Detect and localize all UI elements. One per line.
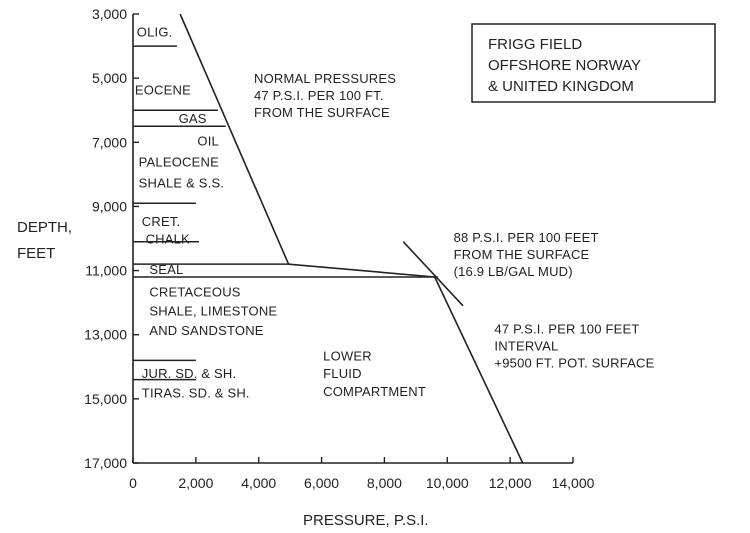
annotation-line: 47 P.S.I. PER 100 FEET: [494, 321, 639, 336]
pressure-gradient-lines: [179, 13, 524, 464]
annotation-line: (16.9 LB/GAL MUD): [454, 264, 573, 279]
formation-label: GAS: [179, 111, 207, 126]
y-tick-label: 13,000: [84, 327, 127, 343]
formation-label: JUR. SD. & SH.: [142, 366, 237, 381]
formation-label: FLUID: [323, 366, 362, 381]
title-box-line-1: FRIGG FIELD: [488, 36, 582, 53]
formation-label: LOWER: [323, 349, 372, 364]
formation-labels: OLIG. EOCENE GAS OIL PALEOCENE SHALE & S.S. CR…: [135, 25, 426, 401]
formation-label: COMPARTMENT: [323, 384, 426, 399]
formation-label: CHALK: [146, 232, 190, 247]
y-axis-title-line-1: DEPTH,: [17, 219, 72, 236]
annotation-line: FROM THE SURFACE: [454, 247, 590, 262]
formation-label: PALEOCENE: [139, 155, 219, 170]
gradient-line: [179, 13, 290, 265]
annotation-line: 88 P.S.I. PER 100 FEET: [454, 230, 599, 245]
title-box-frame: [471, 23, 716, 103]
y-tick-label: 5,000: [92, 70, 127, 86]
y-tick-label: 11,000: [85, 263, 127, 279]
formation-label: SHALE, LIMESTONE: [149, 304, 277, 319]
y-tick-label: 7,000: [92, 134, 127, 150]
y-tick-label: 15,000: [84, 391, 127, 407]
axes: 3,000 5,000 7,000 9,000 11,000 13,000 15,000 17…: [84, 6, 594, 491]
formation-label: TIRAS. SD. & SH.: [142, 385, 250, 400]
title-box-line-3: & UNITED KINGDOM: [488, 78, 634, 95]
annotation-line: NORMAL PRESSURES: [254, 71, 396, 86]
formation-label: OIL: [197, 134, 219, 149]
title-box-line-2: OFFSHORE NORWAY: [488, 57, 641, 74]
formation-label: EOCENE: [135, 82, 191, 97]
x-tick-label: 6,000: [304, 475, 339, 491]
y-tick-label: 3,000: [92, 6, 127, 22]
formation-label: SEAL: [149, 262, 183, 277]
gradient-line: [402, 241, 464, 307]
gradient-line: [288, 263, 435, 278]
x-tick-label: 14,000: [552, 475, 595, 491]
formation-label: CRET.: [142, 214, 181, 229]
gradient-annotations: NORMAL PRESSURES 47 P.S.I. PER 100 FT. FRO…: [254, 71, 654, 370]
y-tick-label: 17,000: [84, 455, 127, 471]
y-tick-label: 9,000: [92, 198, 127, 214]
x-tick-label: 2,000: [178, 475, 213, 491]
annotation-line: +9500 FT. POT. SURFACE: [494, 355, 654, 370]
x-tick-label: 10,000: [426, 475, 469, 491]
formation-label: SHALE & S.S.: [139, 175, 225, 190]
x-tick-label: 0: [129, 475, 137, 491]
x-axis-title: PRESSURE, P.S.I.: [303, 512, 429, 529]
annotation-line: FROM THE SURFACE: [254, 105, 390, 120]
annotation-line: 47 P.S.I. PER 100 FT.: [254, 88, 384, 103]
formation-label: AND SANDSTONE: [149, 323, 263, 338]
title-box: FRIGG FIELD OFFSHORE NORWAY & UNITED KIN…: [471, 23, 716, 103]
formation-boundaries: [133, 45, 438, 381]
annotation-line: INTERVAL: [494, 338, 558, 353]
gradient-line: [433, 276, 524, 464]
x-tick-label: 8,000: [367, 475, 402, 491]
x-tick-label: 4,000: [241, 475, 276, 491]
y-axis-title-line-2: FEET: [17, 245, 55, 262]
formation-label: OLIG.: [137, 25, 173, 40]
x-tick-label: 12,000: [489, 475, 532, 491]
formation-label: CRETACEOUS: [149, 284, 240, 299]
